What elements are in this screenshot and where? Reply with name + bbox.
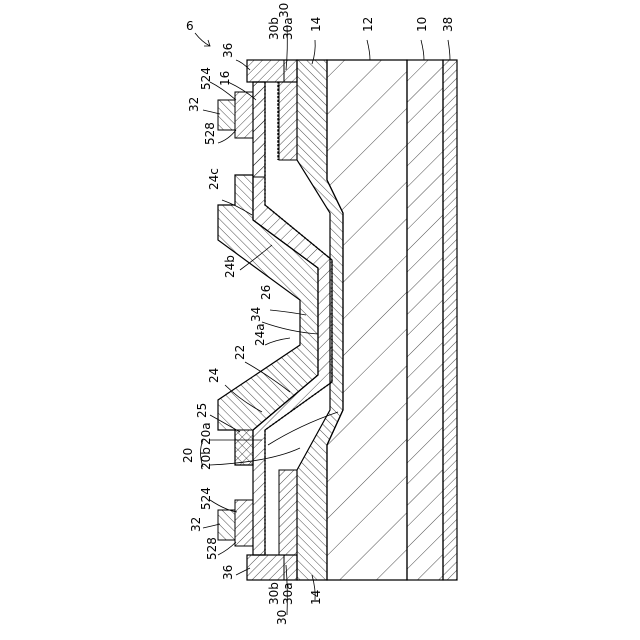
leader-12 [367, 40, 370, 60]
label-n36_bottom: 36 [221, 565, 235, 580]
label-n12: 12 [361, 17, 375, 32]
label-n528_top: 528 [203, 122, 217, 145]
label-n20a: 20a [199, 422, 213, 445]
layer-38 [443, 60, 457, 580]
label-n10: 10 [415, 17, 429, 32]
pad-36-bottom [247, 555, 297, 580]
leader-32-bottom [203, 524, 220, 528]
electrode-524-top [235, 92, 253, 138]
layer-30a-top [279, 82, 297, 160]
electrode-528-bottom [218, 510, 235, 540]
label-n20: 20 [181, 448, 195, 463]
label-n30_top: 30 [277, 3, 291, 18]
leader-38 [448, 40, 450, 60]
label-n36_top: 36 [221, 43, 235, 58]
label-n30a_top: 30a [281, 17, 295, 40]
leader-10 [421, 40, 424, 60]
label-n30a_bottom: 30a [281, 582, 295, 605]
label-n26: 26 [259, 285, 273, 300]
label-n24a: 24a [253, 323, 267, 346]
label-n34: 34 [249, 307, 263, 322]
layer-30a-bottom [279, 470, 297, 555]
label-n32_top: 32 [187, 97, 201, 112]
label-n24c: 24c [207, 168, 221, 190]
label-n30b_bottom: 30b [267, 582, 281, 605]
label-n528_bottom: 528 [205, 537, 219, 560]
electrode-524-bottom [235, 500, 253, 546]
label-n32_bottom: 32 [189, 517, 203, 532]
leader-528-bottom [218, 542, 236, 555]
pad-25 [235, 430, 253, 465]
leader-24a [265, 338, 290, 345]
label-n524_top: 524 [199, 67, 213, 90]
label-n25: 25 [195, 403, 209, 418]
leader-6 [195, 33, 210, 46]
label-n30b_top: 30b [267, 17, 281, 40]
layer-10 [407, 60, 443, 580]
label-n22: 22 [233, 345, 247, 360]
label-n30_bottom: 30 [275, 610, 289, 625]
leader-32-top [203, 110, 220, 114]
label-n14_top: 14 [309, 17, 323, 32]
label-n16: 16 [218, 71, 232, 86]
layer-16 [253, 82, 265, 177]
leader-528-top [218, 130, 236, 143]
label-n524_bottom: 524 [199, 487, 213, 510]
label-n6: 6 [186, 19, 194, 33]
pad-36-top [247, 60, 297, 82]
electrode-528-top [218, 100, 235, 130]
label-n38: 38 [441, 17, 455, 32]
label-n24: 24 [207, 368, 221, 383]
label-n24b: 24b [223, 255, 237, 278]
label-n14_bottom: 14 [309, 590, 323, 605]
label-n20b: 20b [199, 447, 213, 470]
